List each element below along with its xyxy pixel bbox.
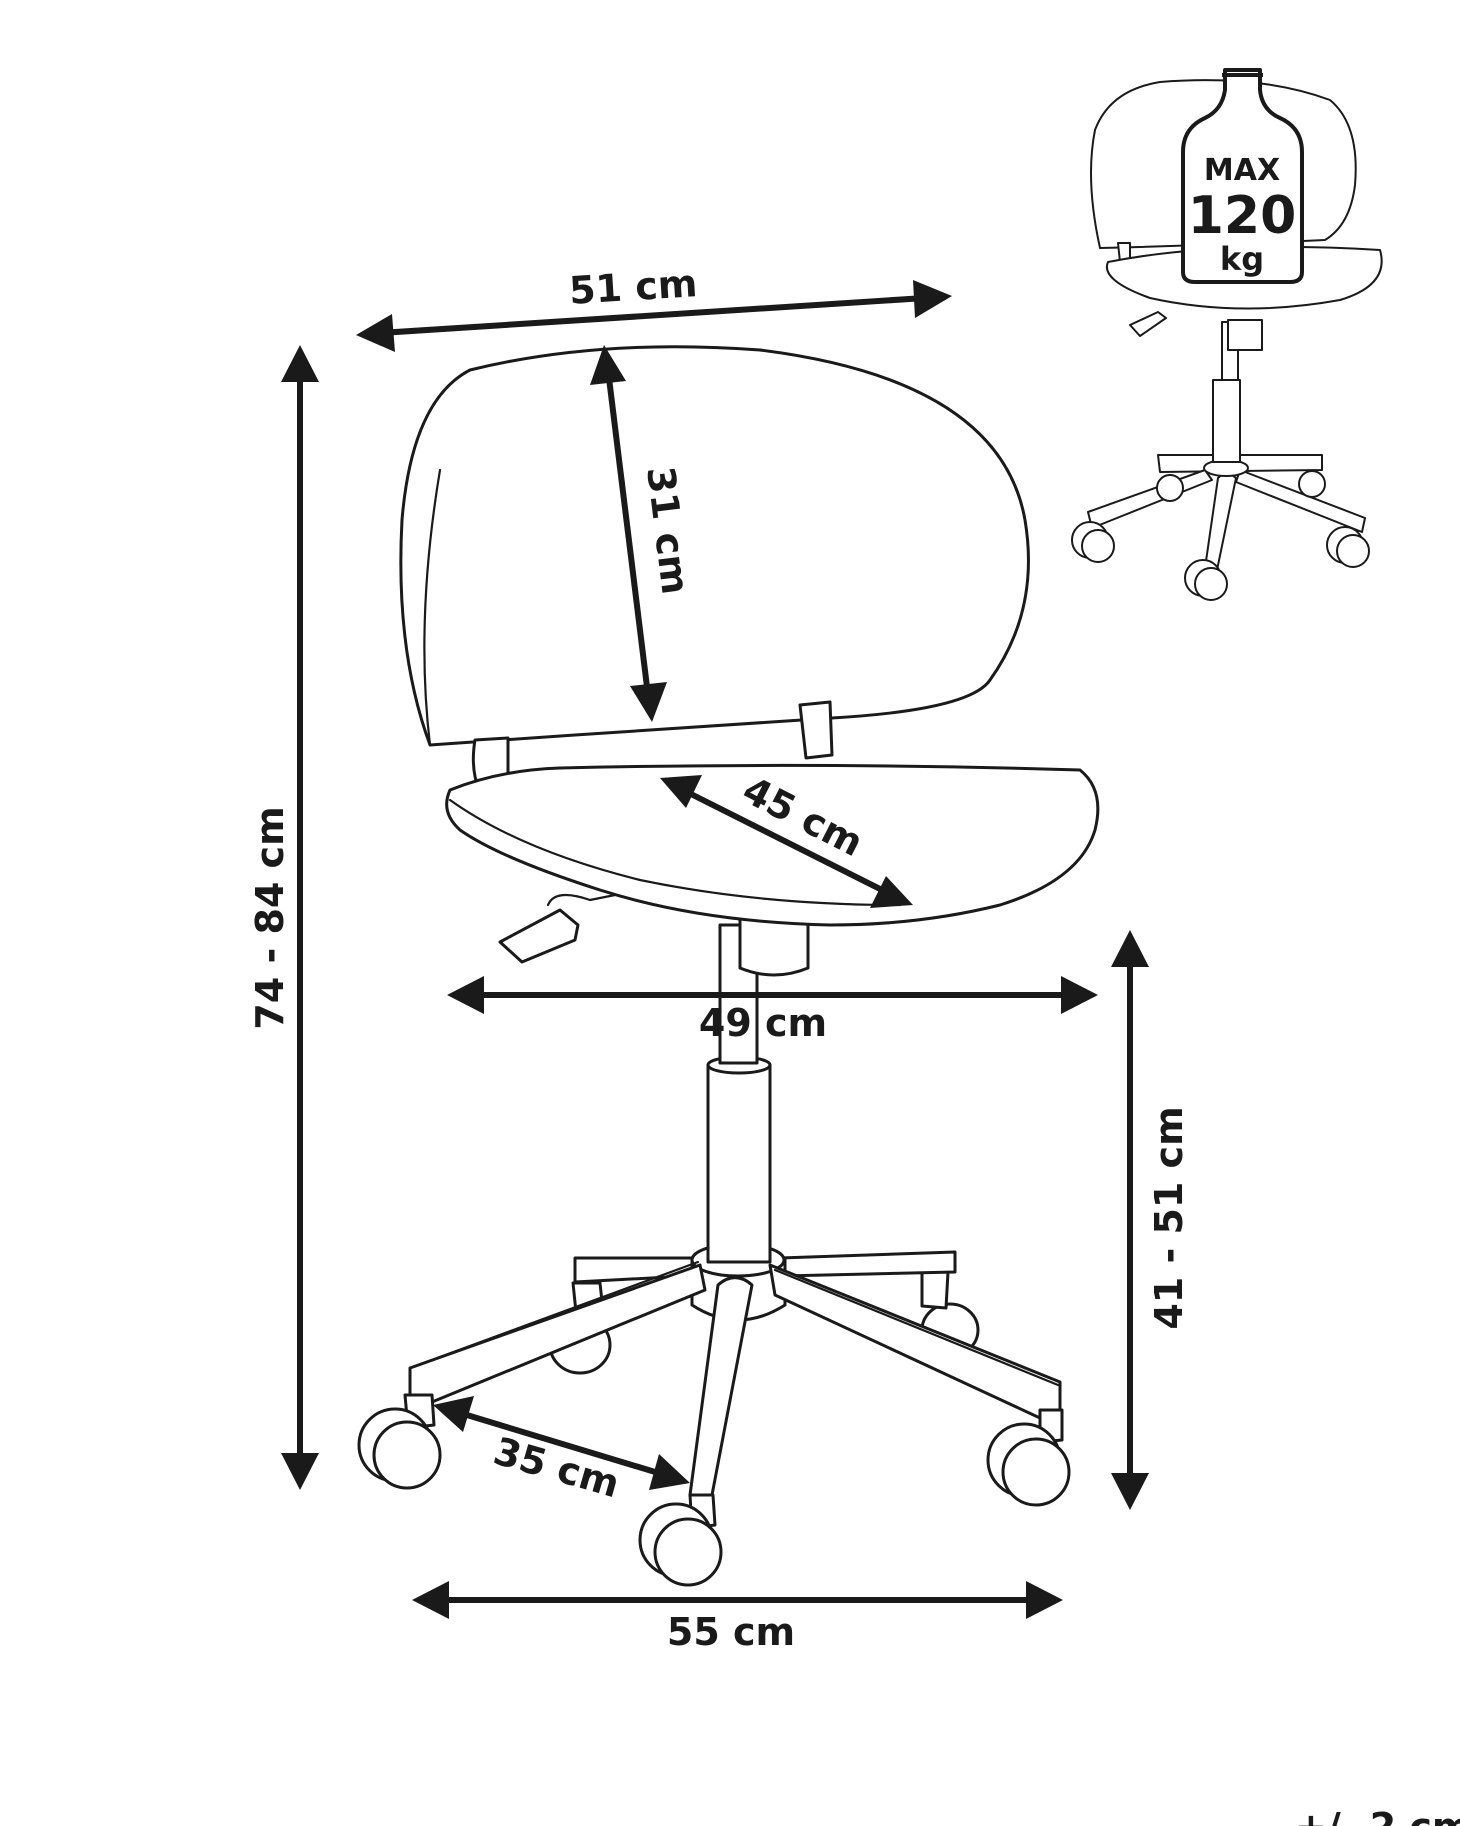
label-seat-height: 41 - 51 cm [1147, 1106, 1191, 1329]
chair-illustration [357, 345, 1100, 1587]
max-label: MAX [1204, 153, 1280, 188]
dim-seat-depth [660, 775, 913, 908]
dim-seat-width [447, 976, 1098, 1014]
dim-base-width [412, 1581, 1063, 1619]
dim-seat-height [1111, 930, 1149, 1510]
label-seat-width: 49 cm [699, 1001, 827, 1045]
max-load-badge: MAX 120 kg [1181, 68, 1304, 284]
gas-lift-column [706, 923, 772, 1264]
label-backrest-width: 51 cm [568, 261, 699, 313]
seat [445, 763, 1100, 927]
backrest [399, 345, 1030, 794]
label-overall-height: 74 - 84 cm [248, 806, 292, 1029]
dim-overall-height [281, 345, 319, 1490]
dim-backrest-width [356, 280, 952, 352]
label-base-width: 55 cm [667, 1610, 795, 1654]
weight-icon [1181, 68, 1304, 284]
dim-leg-length [433, 1396, 690, 1490]
dimension-lines [281, 280, 1149, 1619]
max-load-value: 120 [1188, 186, 1297, 246]
tolerance-note: +/- 2 cm [1295, 1805, 1460, 1826]
max-load-unit: kg [1220, 240, 1264, 278]
dim-backrest-height [590, 345, 667, 722]
front-casters [357, 1393, 1071, 1587]
star-base-front-legs [408, 1260, 1062, 1497]
small-base [1071, 454, 1370, 601]
